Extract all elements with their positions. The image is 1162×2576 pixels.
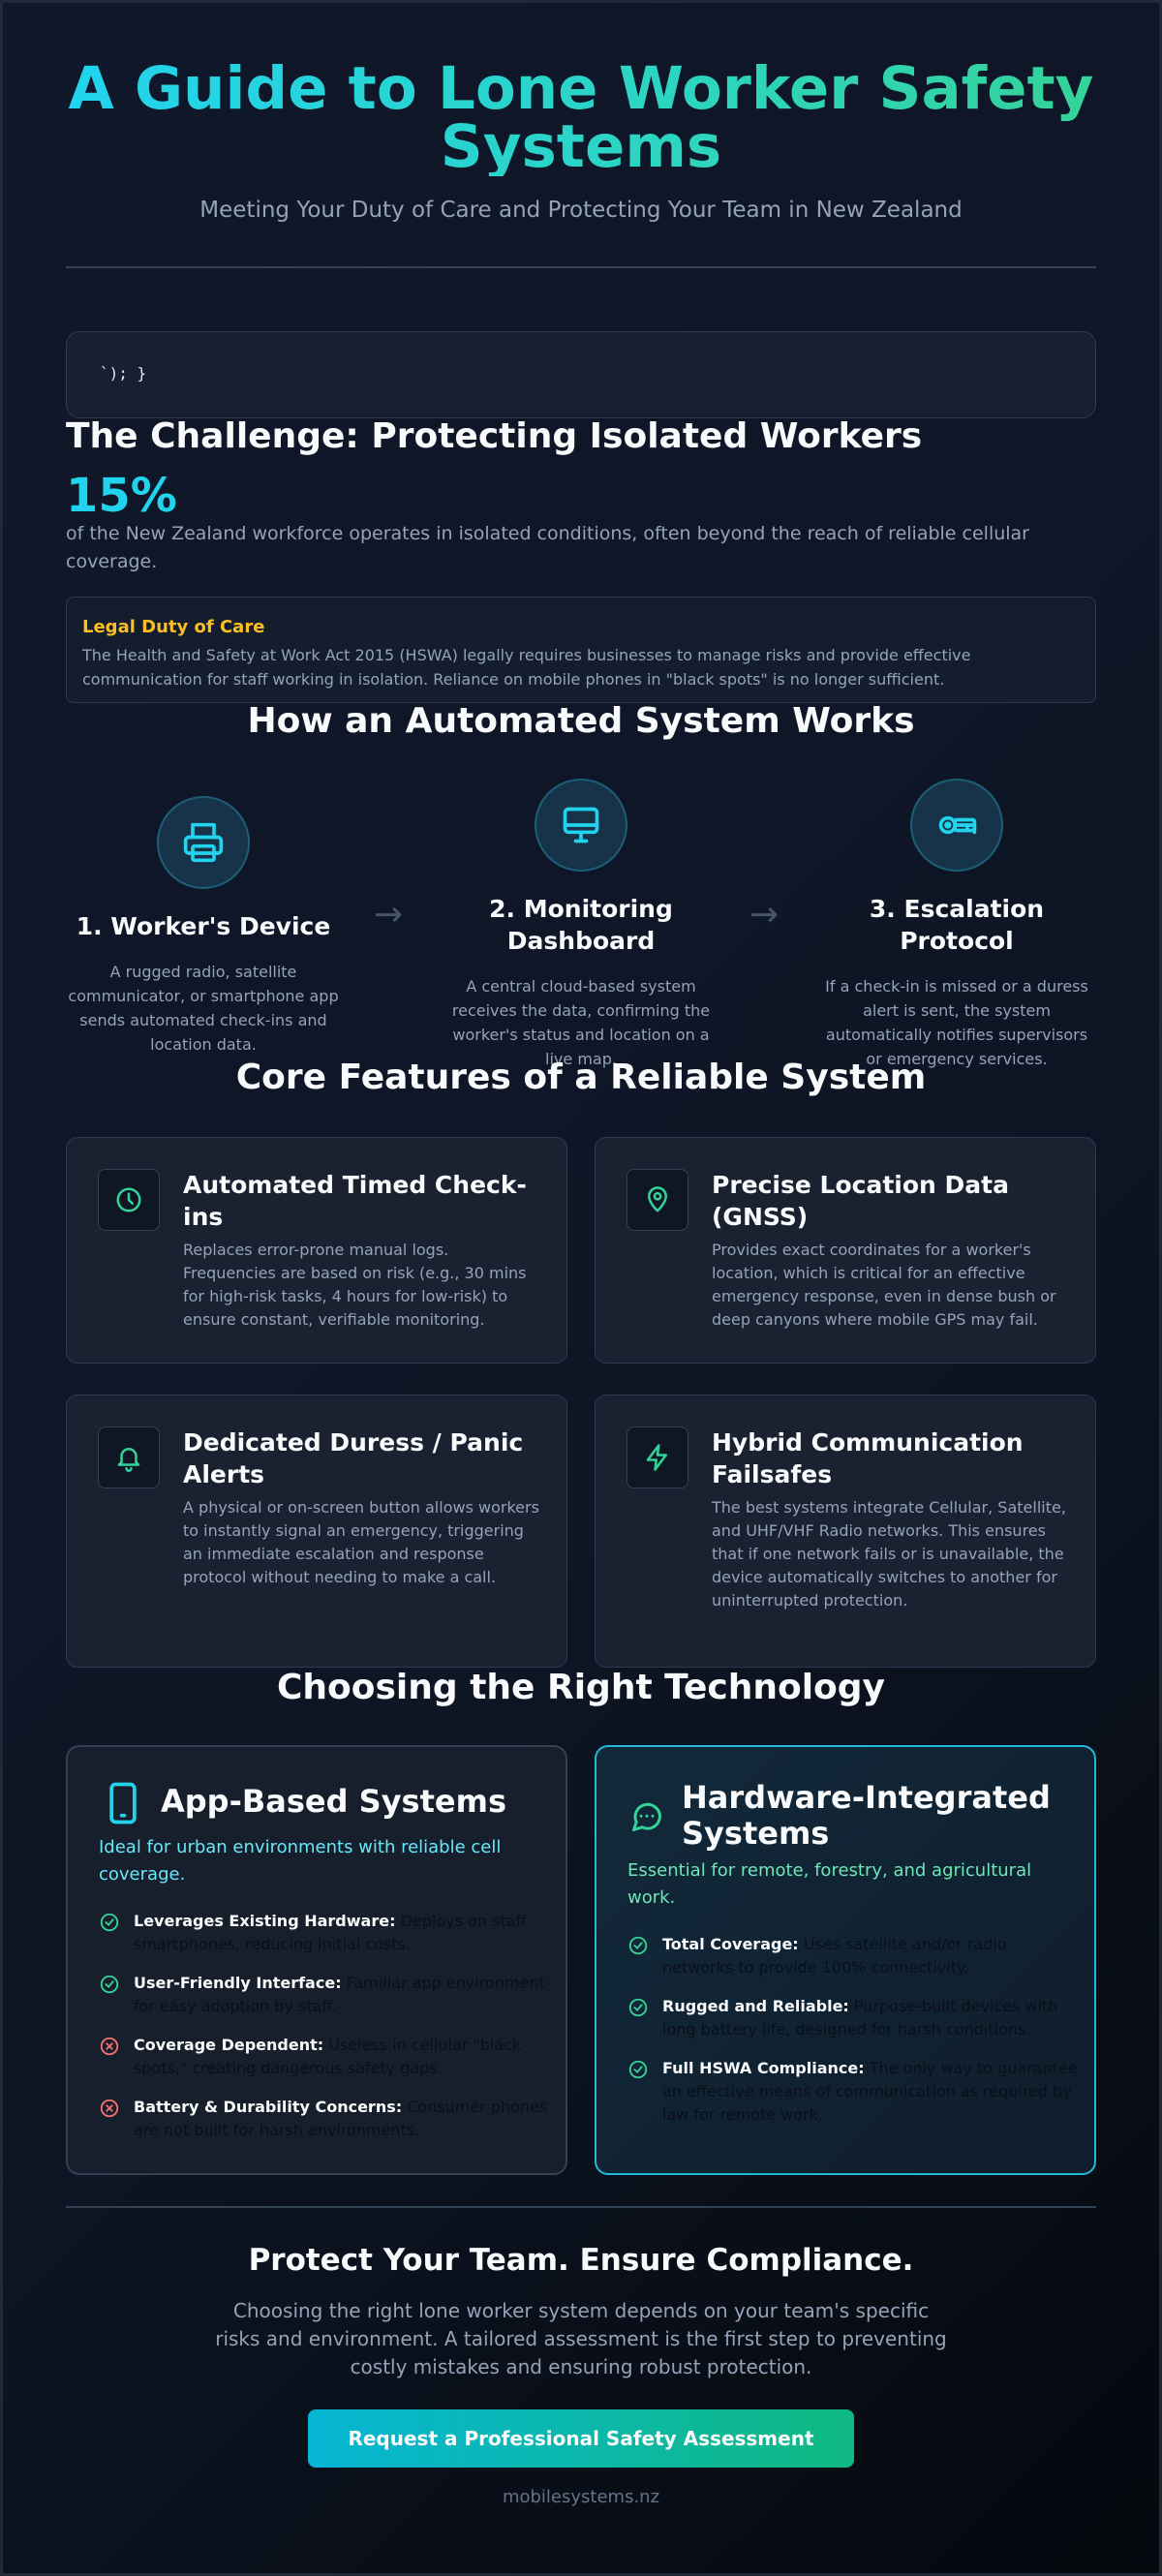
step-description: A central cloud-based system receives th…	[451, 977, 711, 1068]
arrow-right-icon: →	[749, 895, 780, 935]
request-assessment-button[interactable]: Request a Professional Safety Assessment	[308, 2409, 854, 2468]
feature-title: Precise Location Data (GNSS)	[712, 1171, 1009, 1231]
footer-link[interactable]: mobilesystems.nz	[502, 2487, 660, 2507]
hardware-title: Hardware-Integrated Systems	[682, 1779, 1051, 1852]
feature-description: A physical or on-screen button allows wo…	[183, 1498, 539, 1586]
challenge-heading: The Challenge: Protecting Isolated Worke…	[66, 416, 923, 456]
item-label: Full HSWA Compliance:	[662, 2059, 865, 2077]
item-text: Familiar app environment for easy adopti…	[134, 1974, 545, 2015]
x-circle-icon	[100, 2099, 119, 2118]
check-circle-icon	[100, 1975, 119, 1994]
step-worker-device: 1. Worker's Device A rugged radio, satel…	[58, 796, 349, 1057]
feature-description: The best systems integrate Cellular, Sat…	[712, 1498, 1066, 1610]
legal-duty-callout: Legal Duty of Care The Health and Safety…	[66, 597, 1096, 703]
code-snippet-text: `); }	[100, 364, 147, 383]
step-icon-circle	[157, 796, 250, 889]
step-escalation-protocol: 3. Escalation Protocol If a check-in is …	[811, 779, 1102, 1071]
item-label: Leverages Existing Hardware:	[134, 1912, 396, 1930]
feature-card-location: Precise Location Data (GNSS) Provides ex…	[595, 1137, 1096, 1364]
feature-title: Automated Timed Check-ins	[183, 1171, 527, 1231]
map-pin-icon	[648, 1186, 667, 1212]
code-snippet-box: `); }	[66, 331, 1096, 418]
check-circle-icon	[628, 2060, 648, 2079]
step-title: 3. Escalation Protocol	[869, 895, 1045, 955]
item-text: Purpose-built devices with long battery …	[662, 1997, 1058, 2039]
item-label: Coverage Dependent:	[134, 2036, 324, 2054]
smartphone-icon	[109, 1782, 137, 1825]
feature-title: Hybrid Communication Failsafes	[712, 1428, 1024, 1488]
hardware-subtitle: Essential for remote, forestry, and agri…	[627, 1860, 1032, 1908]
item-label: Battery & Durability Concerns:	[134, 2098, 403, 2116]
legal-duty-text: The Health and Safety at Work Act 2015 (…	[82, 646, 971, 689]
check-circle-icon	[100, 1913, 119, 1932]
feature-icon-box	[98, 1426, 160, 1488]
printer-icon	[183, 822, 224, 863]
cta-heading: Protect Your Team. Ensure Compliance.	[248, 2243, 914, 2278]
check-circle-icon	[628, 1998, 648, 2017]
app-based-subtitle: Ideal for urban environments with reliab…	[99, 1837, 502, 1885]
item-text: Consumer phones are not built for harsh …	[134, 2098, 548, 2139]
divider	[66, 2206, 1096, 2208]
page-subtitle: Meeting Your Duty of Care and Protecting…	[199, 198, 963, 223]
key-icon	[938, 815, 977, 835]
step-title: 1. Worker's Device	[76, 912, 331, 940]
step-description: If a check-in is missed or a duress aler…	[825, 977, 1088, 1068]
check-circle-icon	[628, 1936, 648, 1955]
message-circle-icon	[632, 1802, 662, 1831]
step-icon-circle	[535, 779, 627, 872]
arrow-right-icon: →	[374, 895, 404, 935]
monitor-icon	[563, 807, 599, 843]
technology-heading: Choosing the Right Technology	[276, 1668, 886, 1707]
clock-icon	[116, 1187, 141, 1212]
lightning-icon	[646, 1444, 667, 1471]
feature-icon-box	[627, 1169, 688, 1231]
x-circle-icon	[100, 2037, 119, 2056]
features-heading: Core Features of a Reliable System	[235, 1058, 927, 1097]
item-text: Deploys on staff smartphones, reducing i…	[134, 1912, 527, 1953]
item-label: User-Friendly Interface:	[134, 1974, 342, 1992]
feature-description: Provides exact coordinates for a worker'…	[712, 1241, 1056, 1329]
item-label: Total Coverage:	[662, 1935, 799, 1953]
item-text: The only way to guarantee an effective m…	[662, 2059, 1078, 2124]
item-label: Rugged and Reliable:	[662, 1997, 849, 2015]
app-based-title: App-Based Systems	[161, 1783, 506, 1820]
feature-description: Replaces error-prone manual logs. Freque…	[183, 1241, 527, 1329]
hardware-integrated-card: Hardware-Integrated Systems Essential fo…	[595, 1745, 1096, 2175]
step-monitoring-dashboard: 2. Monitoring Dashboard A central cloud-…	[436, 779, 726, 1071]
feature-title: Dedicated Duress / Panic Alerts	[183, 1428, 524, 1488]
bell-icon	[117, 1448, 140, 1472]
step-description: A rugged radio, satellite communicator, …	[68, 963, 339, 1054]
cta-text: Choosing the right lone worker system de…	[215, 2299, 947, 2378]
feature-card-duress: Dedicated Duress / Panic Alerts A physic…	[66, 1395, 567, 1668]
feature-card-hybrid: Hybrid Communication Failsafes The best …	[595, 1395, 1096, 1668]
how-heading: How an Automated System Works	[247, 701, 915, 741]
legal-duty-title: Legal Duty of Care	[82, 617, 265, 637]
page-title: A Guide to Lone Worker Safety Systems	[66, 59, 1096, 176]
stat-value: 15%	[66, 469, 177, 523]
feature-card-checkins: Automated Timed Check-ins Replaces error…	[66, 1137, 567, 1364]
feature-icon-box	[98, 1169, 160, 1231]
feature-icon-box	[627, 1426, 688, 1488]
divider	[66, 266, 1096, 268]
step-icon-circle	[910, 779, 1003, 872]
step-title: 2. Monitoring Dashboard	[489, 895, 673, 955]
item-text: Useless in cellular "black spots," creat…	[134, 2036, 522, 2077]
stat-text: of the New Zealand workforce operates in…	[66, 523, 1029, 572]
item-text: Uses satellite and/or radio networks to …	[662, 1935, 1007, 1977]
app-based-card: App-Based Systems Ideal for urban enviro…	[66, 1745, 567, 2175]
